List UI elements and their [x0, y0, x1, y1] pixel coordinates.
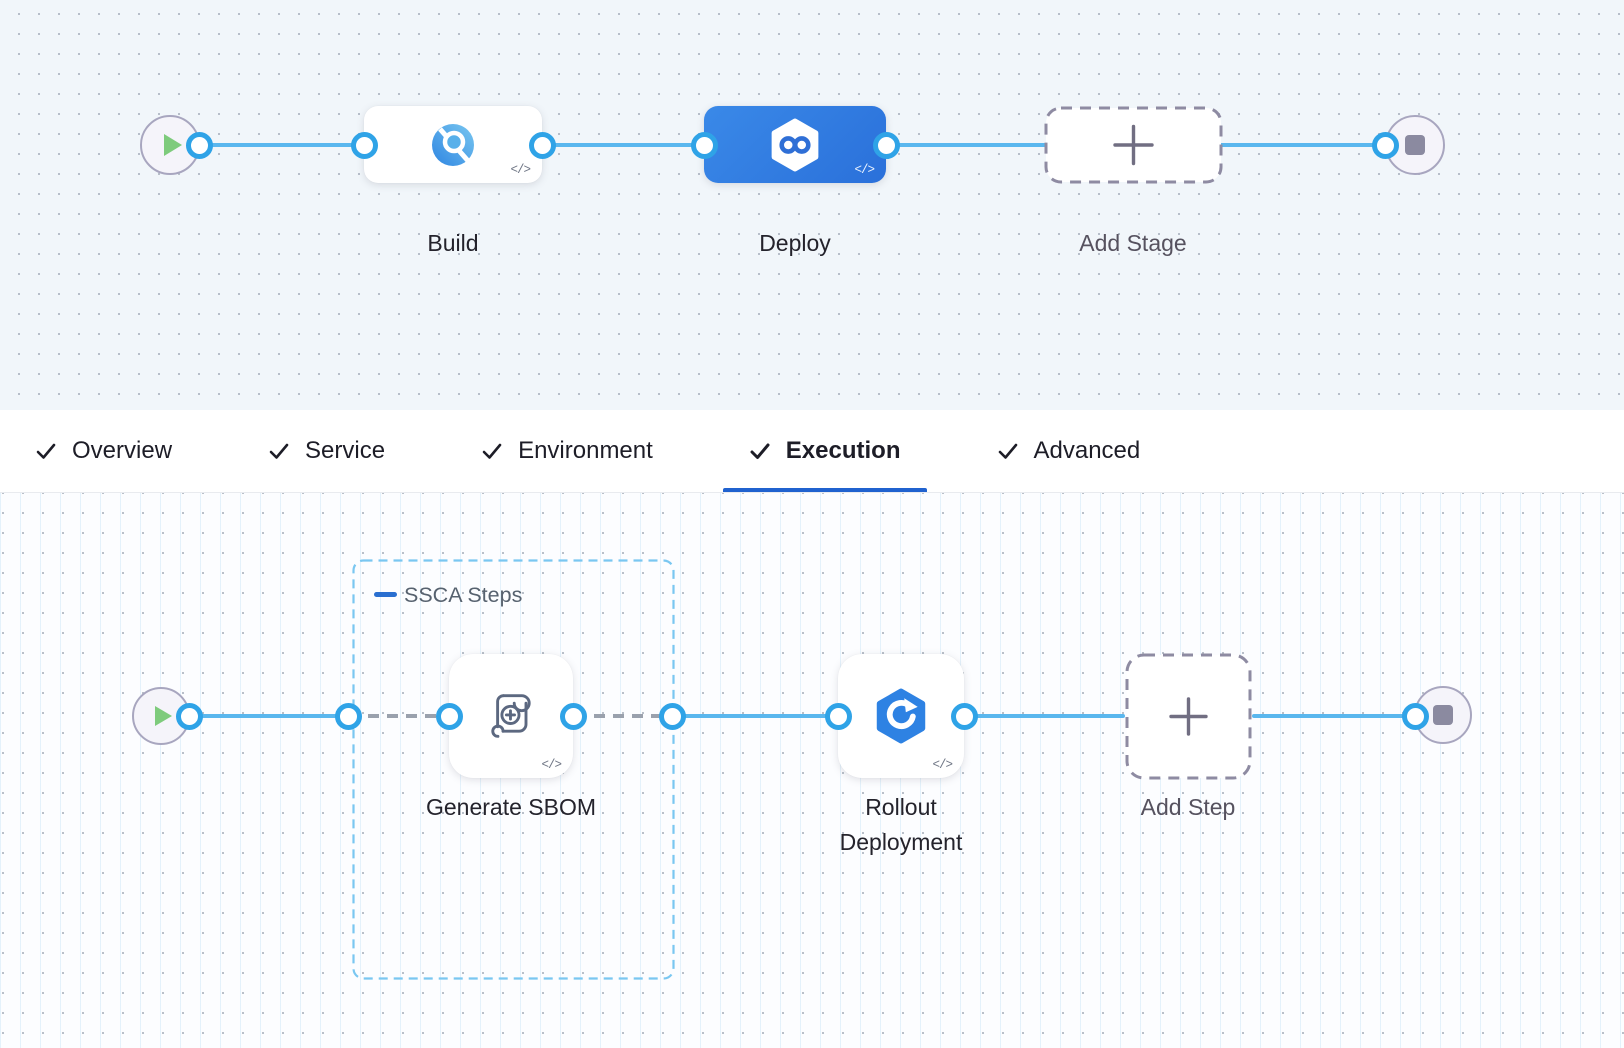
- execution-start-node: [132, 687, 190, 745]
- rollout-icon: [876, 688, 926, 744]
- connector-port[interactable]: [528, 131, 556, 159]
- connector-port[interactable]: [185, 131, 213, 159]
- execution-canvas: SSCA Steps </>: [0, 493, 1624, 1048]
- sbom-scroll-icon: [491, 694, 531, 738]
- stage-tabbar: Overview Service Environment Execution A…: [0, 410, 1624, 493]
- ci-build-icon: [432, 123, 474, 166]
- active-tab-underline: [722, 488, 927, 492]
- stop-icon: [1405, 135, 1425, 155]
- code-view-toggle[interactable]: </>: [541, 758, 561, 772]
- stage-canvas: </> </> Build: [0, 0, 1624, 410]
- tab-label: Advanced: [1033, 437, 1141, 464]
- connector-port[interactable]: [950, 702, 978, 730]
- step-label-add-step: Add Step: [1140, 794, 1236, 820]
- step-connector-line: [1252, 714, 1415, 718]
- step-label-generate-sbom: Generate SBOM: [425, 794, 597, 820]
- step-group-ssca[interactable]: [352, 559, 675, 980]
- stage-label-add-stage: Add Stage: [1079, 230, 1187, 256]
- group-label: SSCA Steps: [404, 583, 523, 607]
- connector-port[interactable]: [1401, 702, 1429, 730]
- connector-port[interactable]: [350, 131, 378, 159]
- check-icon: [36, 443, 56, 459]
- pipeline-start-node: [140, 115, 200, 175]
- tab-execution[interactable]: Execution: [722, 410, 927, 492]
- tab-label: Environment: [518, 437, 653, 464]
- tab-environment[interactable]: Environment: [481, 410, 653, 492]
- step-connector-line: [672, 714, 838, 718]
- step-node-rollout-deployment[interactable]: </>: [838, 654, 964, 778]
- stage-label-build: Build: [427, 230, 479, 256]
- code-view-toggle[interactable]: </>: [510, 163, 530, 177]
- stage-node-build[interactable]: </>: [364, 106, 542, 183]
- step-connector-line: [964, 714, 1125, 718]
- tab-overview[interactable]: Overview: [35, 410, 172, 492]
- check-icon: [998, 443, 1017, 459]
- step-label-rollout-deployment: Rollout Deployment: [839, 794, 963, 855]
- tab-label: Execution: [785, 437, 901, 464]
- group-collapse-button[interactable]: [374, 592, 397, 597]
- stage-label-deploy: Deploy: [759, 230, 831, 256]
- connector-port[interactable]: [824, 702, 852, 730]
- tab-advanced[interactable]: Advanced: [997, 410, 1141, 492]
- stop-icon: [1433, 705, 1453, 725]
- tab-label: Overview: [72, 437, 173, 464]
- step-node-generate-sbom[interactable]: </>: [449, 654, 573, 778]
- add-step-button[interactable]: [1125, 653, 1252, 780]
- connector-port[interactable]: [435, 702, 463, 730]
- code-view-toggle[interactable]: </>: [854, 163, 874, 177]
- stage-node-deploy[interactable]: </>: [704, 106, 886, 183]
- play-icon: [155, 706, 172, 726]
- check-icon: [482, 443, 502, 459]
- connector-port[interactable]: [690, 131, 718, 159]
- check-icon: [269, 443, 289, 459]
- plus-icon: [1113, 124, 1154, 166]
- tab-label: Service: [305, 437, 386, 464]
- connector-port[interactable]: [334, 702, 362, 730]
- connector-port[interactable]: [872, 131, 900, 159]
- step-connector-dashed: [349, 714, 449, 718]
- connector-port[interactable]: [175, 702, 203, 730]
- connector-port[interactable]: [658, 702, 686, 730]
- play-icon: [163, 134, 182, 156]
- tab-service[interactable]: Service: [268, 410, 385, 492]
- step-connector-line: [189, 714, 349, 718]
- plus-icon: [1169, 697, 1208, 736]
- check-icon: [750, 443, 770, 459]
- code-view-toggle[interactable]: </>: [932, 758, 952, 772]
- cd-deploy-icon: [771, 118, 819, 171]
- add-stage-button[interactable]: [1044, 106, 1223, 184]
- connector-port[interactable]: [1371, 131, 1399, 159]
- connector-port[interactable]: [559, 702, 587, 730]
- step-connector-dashed: [575, 714, 672, 718]
